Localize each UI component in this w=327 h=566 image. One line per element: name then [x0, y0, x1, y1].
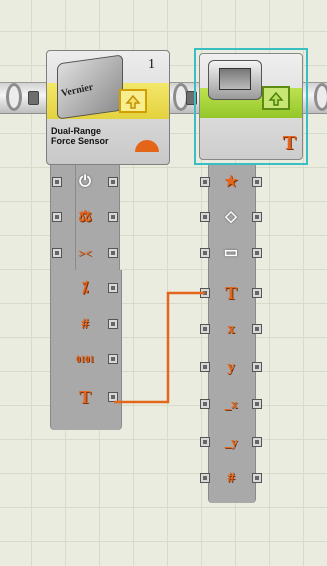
scale-icon: ⚖	[78, 209, 92, 225]
sensor-plug-row[interactable]: ⚖	[52, 206, 118, 228]
end-y-icon: _y	[224, 434, 238, 449]
input-port[interactable]	[52, 177, 62, 187]
compare-icon: ><	[78, 246, 92, 260]
output-port[interactable]	[108, 319, 118, 329]
display-plug-row[interactable]: #	[200, 467, 262, 489]
display-plug-row[interactable]: x	[200, 318, 262, 340]
sensor-plug-row[interactable]: #	[52, 313, 118, 335]
output-port[interactable]	[108, 212, 118, 222]
output-port[interactable]	[108, 177, 118, 187]
input-port[interactable]	[200, 362, 210, 372]
text-mode-icon: T	[282, 132, 296, 154]
output-port[interactable]	[252, 324, 262, 334]
x-icon: x	[227, 321, 235, 337]
display-data-hub	[208, 165, 256, 503]
upload-arrow-icon	[119, 89, 147, 113]
display-block-selected[interactable]: T	[194, 48, 308, 165]
sensor-data-hub-lower	[50, 270, 122, 430]
sensor-port-number: 1	[148, 57, 155, 72]
beam-plug-left	[28, 91, 39, 105]
end-x-icon: _x	[224, 396, 238, 411]
output-port[interactable]	[108, 354, 118, 364]
sensor-plug-row[interactable]: T	[52, 386, 118, 408]
display-plug-row[interactable]: ▭	[200, 242, 262, 264]
text-output-port[interactable]	[108, 392, 118, 402]
output-port[interactable]	[252, 212, 262, 222]
gauge-icon	[135, 140, 159, 152]
sensor-plug-row[interactable]: ⏻	[52, 171, 118, 193]
input-port[interactable]	[200, 437, 210, 447]
input-port[interactable]	[200, 177, 210, 187]
input-port[interactable]	[200, 248, 210, 258]
input-port[interactable]	[200, 473, 210, 483]
input-port[interactable]	[52, 248, 62, 258]
sensor-caption: Dual-Range Force Sensor	[51, 126, 109, 146]
caption-line-2: Force Sensor	[51, 136, 109, 146]
output-port[interactable]	[252, 473, 262, 483]
display-plug-row[interactable]: _x	[200, 393, 262, 415]
caption-line-1: Dual-Range	[51, 126, 102, 136]
sensor-plug-row[interactable]: 0101	[52, 348, 118, 370]
display-plug-row[interactable]: y	[200, 356, 262, 378]
output-port[interactable]	[252, 399, 262, 409]
folder-icon: ▭	[223, 244, 239, 261]
star-icon: ★	[224, 174, 238, 190]
output-port[interactable]	[252, 437, 262, 447]
eraser-icon: ◇	[225, 208, 237, 225]
beam-ring-left	[6, 83, 22, 111]
display-plug-row[interactable]: ★	[200, 171, 262, 193]
input-port[interactable]	[200, 324, 210, 334]
input-port[interactable]	[52, 212, 62, 222]
plug-icon: ⏻	[79, 173, 91, 190]
display-plug-row[interactable]: ◇	[200, 206, 262, 228]
input-port[interactable]	[200, 399, 210, 409]
input-port[interactable]	[200, 212, 210, 222]
output-port[interactable]	[252, 248, 262, 258]
digits-icon: 0101	[76, 354, 94, 364]
hash-icon: #	[81, 316, 89, 332]
output-port[interactable]	[252, 362, 262, 372]
dual-range-force-sensor-block[interactable]: Vernier 1 Dual-Range Force Sensor	[46, 50, 170, 165]
percent-icon: ⁒	[81, 280, 89, 296]
beam-ring-right	[314, 83, 327, 111]
hash-icon: #	[227, 470, 235, 486]
output-port[interactable]	[108, 248, 118, 258]
upload-arrow-icon	[262, 86, 290, 110]
output-port[interactable]	[252, 177, 262, 187]
sensor-plug-row[interactable]: ><	[52, 242, 118, 264]
text-icon: T	[78, 387, 91, 407]
y-icon: y	[227, 359, 235, 375]
output-port[interactable]	[108, 283, 118, 293]
output-port[interactable]	[252, 288, 262, 298]
display-block[interactable]: T	[199, 53, 303, 160]
text-icon: T	[224, 283, 237, 303]
display-icon	[208, 60, 262, 100]
beam-plug-middle	[186, 91, 197, 105]
display-plug-row[interactable]: _y	[200, 431, 262, 453]
sensor-plug-row[interactable]: ⁒	[52, 277, 118, 299]
